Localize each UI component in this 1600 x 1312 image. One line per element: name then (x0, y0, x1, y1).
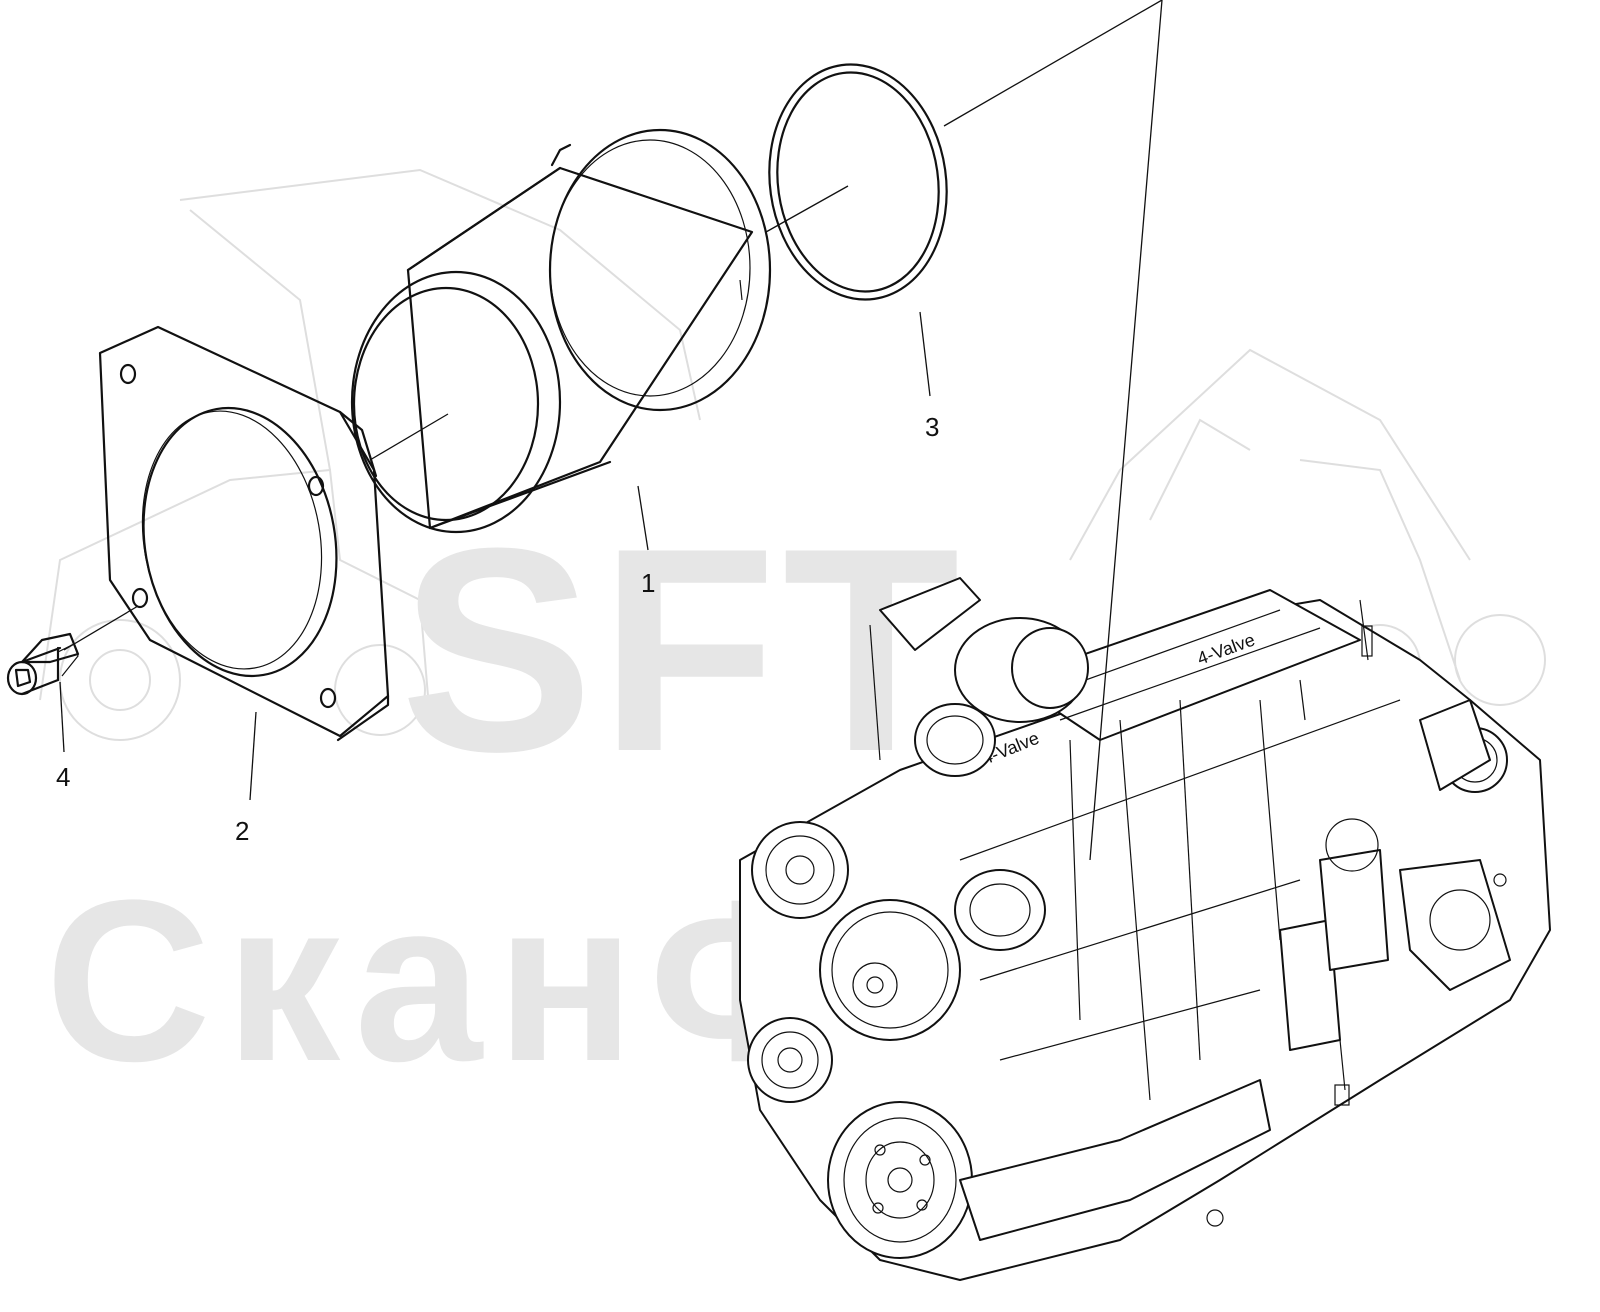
callout-4: 4 (56, 762, 70, 792)
callout-1: 1 (641, 568, 655, 598)
alternator (751, 821, 849, 919)
assembly-axis-line (1089, 0, 1163, 861)
leader-lines (59, 0, 1163, 861)
callout-3: 3 (925, 412, 939, 442)
callout-leader-2 (249, 711, 257, 801)
assembly-axis-line (943, 0, 1163, 127)
part-bolt (6, 632, 80, 696)
engine-assembly: 4-Valve 4-Valve (739, 577, 1551, 1281)
part-o-ring (768, 63, 948, 301)
callout-leader-4 (59, 681, 65, 753)
turbocharger (914, 617, 1089, 777)
assembly-axis-line (63, 605, 139, 651)
callouts: 1 2 3 4 (56, 412, 939, 846)
callout-leader-3 (919, 311, 931, 397)
crankshaft-damper (827, 1101, 973, 1259)
pulley (819, 899, 961, 1041)
callout-leader-1 (637, 485, 649, 551)
part-pipe-sleeve (350, 128, 772, 534)
callout-2: 2 (235, 816, 249, 846)
assembly-axis-line (765, 185, 849, 233)
watermark-logo: SFT (400, 488, 966, 812)
watermark-loader-outline (39, 168, 701, 741)
alternator (747, 1017, 833, 1103)
assembly-axis-line (369, 413, 449, 461)
part-flange-plate (98, 325, 390, 742)
